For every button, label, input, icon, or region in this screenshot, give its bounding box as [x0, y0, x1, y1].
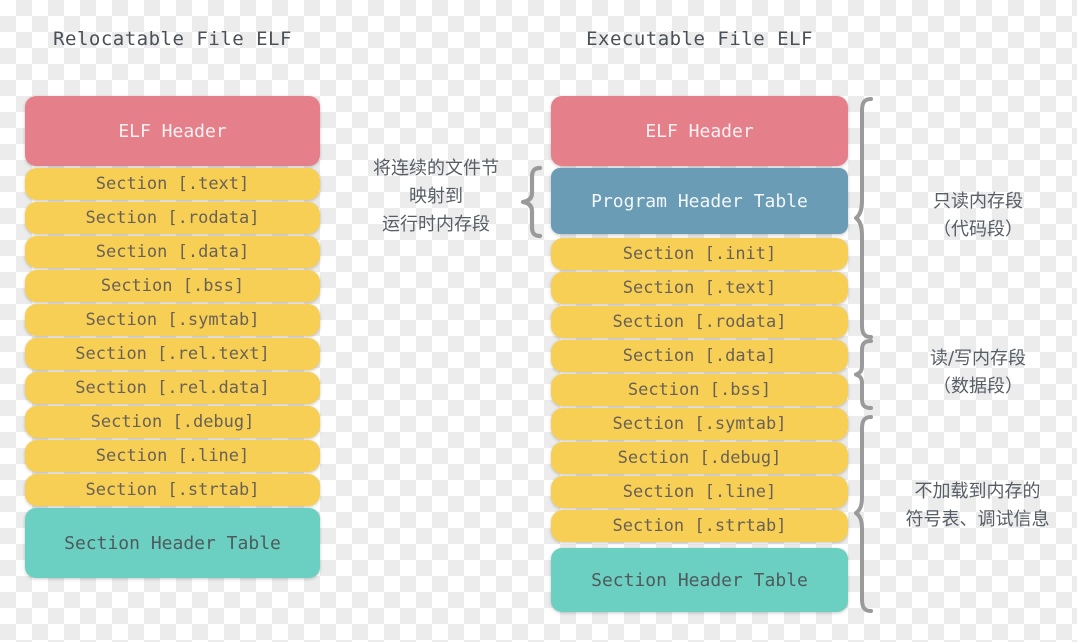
left-block-section-rel-text: Section [.rel.text] — [25, 338, 320, 370]
right-note-readwrite-segment: 读/写内存段 （数据段） — [929, 348, 1027, 397]
right-note-readonly-segment: 只读内存段 （代码段） — [933, 191, 1023, 240]
right-block-section-data: Section [.data] — [551, 340, 848, 372]
left-block-section-debug: Section [.debug] — [25, 406, 320, 438]
left-block-section-text: Section [.text] — [25, 168, 320, 200]
right-block-section-init: Section [.init] — [551, 238, 848, 270]
left-block-section-header-table: Section Header Table — [25, 508, 320, 578]
right-block-section-rodata: Section [.rodata] — [551, 306, 848, 338]
left-block-section-bss: Section [.bss] — [25, 270, 320, 302]
right-block-elf-header: ELF Header — [551, 96, 848, 166]
left-block-elf-header: ELF Header — [25, 96, 320, 166]
right-brace-not-loaded-icon — [854, 414, 879, 614]
right-block-section-header-table: Section Header Table — [551, 548, 848, 612]
left-column-title: Relocatable File ELF — [53, 28, 292, 50]
right-brace-readwrite-segment-icon — [854, 338, 879, 411]
right-block-program-header-table: Program Header Table — [551, 168, 848, 234]
left-block-section-strtab: Section [.strtab] — [25, 474, 320, 506]
right-block-section-bss: Section [.bss] — [551, 374, 848, 406]
left-block-section-line: Section [.line] — [25, 440, 320, 472]
right-block-section-line: Section [.line] — [551, 476, 848, 508]
right-block-section-strtab: Section [.strtab] — [551, 510, 848, 542]
left-block-section-rel-data: Section [.rel.data] — [25, 372, 320, 404]
center-brace-icon — [518, 165, 544, 239]
right-column-title: Executable File ELF — [586, 28, 813, 50]
right-block-section-text: Section [.text] — [551, 272, 848, 304]
right-brace-readonly-segment-icon — [854, 96, 879, 340]
center-note: 将连续的文件节 映射到 运行时内存段 — [373, 158, 499, 235]
left-block-section-rodata: Section [.rodata] — [25, 202, 320, 234]
right-note-not-loaded: 不加载到内存的 符号表、调试信息 — [905, 481, 1050, 530]
right-block-section-symtab: Section [.symtab] — [551, 408, 848, 440]
left-block-section-data: Section [.data] — [25, 236, 320, 268]
right-block-section-debug: Section [.debug] — [551, 442, 848, 474]
left-block-section-symtab: Section [.symtab] — [25, 304, 320, 336]
